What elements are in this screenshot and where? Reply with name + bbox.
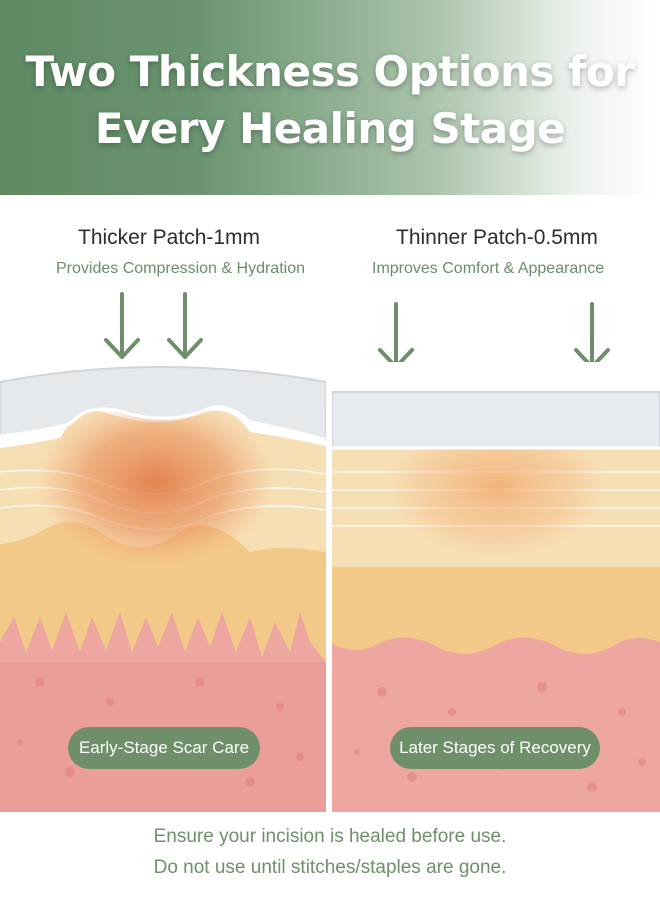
later-stage-badge: Later Stages of Recovery xyxy=(390,727,600,769)
page-title-line-2: Every Healing Stage xyxy=(94,104,566,153)
down-arrow-icon xyxy=(104,292,140,359)
thick-patch-skin-illustration xyxy=(0,362,326,812)
footer-note-line-2: Do not use until stitches/staples are go… xyxy=(153,857,507,878)
thicker-patch-subtitle: Provides Compression & Hydration xyxy=(56,260,305,277)
thinner-patch-label: Thinner Patch-0.5mm xyxy=(396,226,598,249)
down-arrow-icon xyxy=(167,292,203,359)
early-stage-badge: Early-Stage Scar Care xyxy=(68,727,260,769)
header-banner xyxy=(0,0,660,195)
thicker-patch-label: Thicker Patch-1mm xyxy=(78,226,261,249)
footer-note-line-1: Ensure your incision is healed before us… xyxy=(153,826,507,847)
thinner-patch-subtitle: Improves Comfort & Appearance xyxy=(372,260,605,277)
page-title-line-1: Two Thickness Options for xyxy=(25,47,635,96)
